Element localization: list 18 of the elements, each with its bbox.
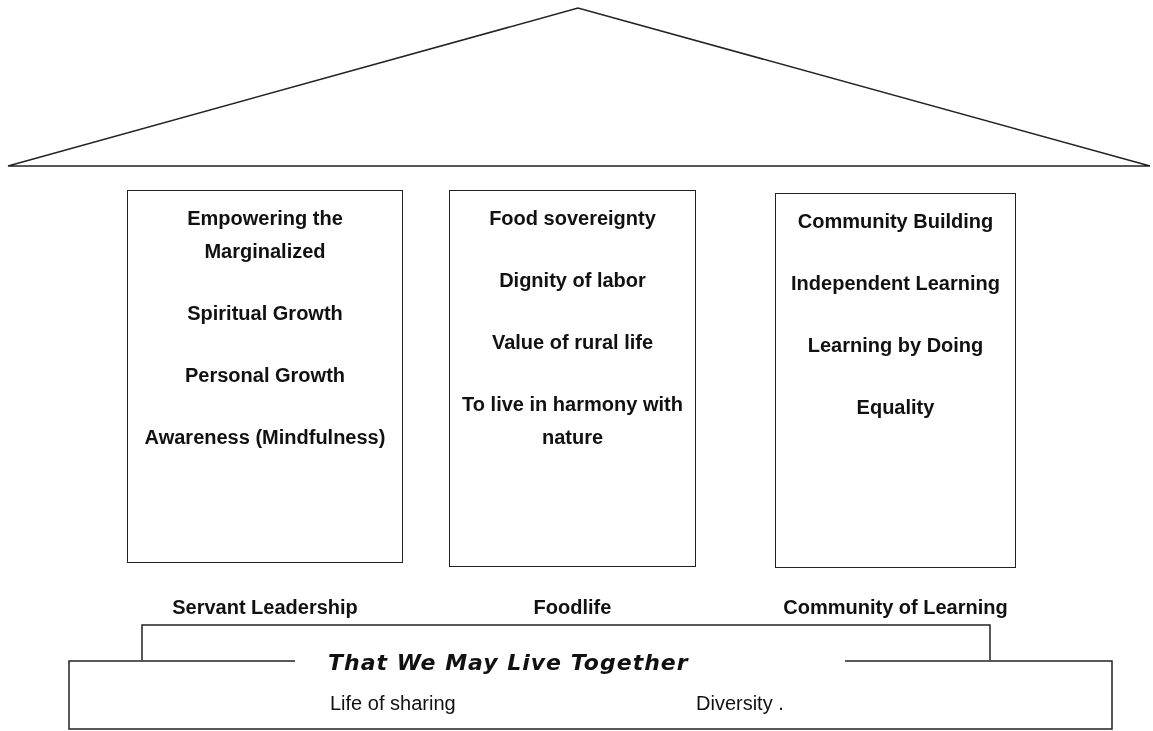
pillar-text: Food sovereignty	[489, 206, 656, 231]
pillar-heading: Community of Learning	[782, 596, 1009, 619]
pillar-text: Learning by Doing	[807, 333, 984, 358]
base-title: That We May Live Together	[328, 650, 689, 675]
base-text: Diversity .	[696, 692, 784, 715]
pillar-text: To live in harmony with nature	[461, 392, 684, 450]
pillar-text: Value of rural life	[491, 330, 654, 355]
pillar-text: Community Building	[797, 209, 994, 234]
pillar-text: Awareness (Mindfulness)	[144, 425, 386, 450]
pillar-text: Personal Growth	[185, 363, 345, 388]
pillar-text: Equality	[856, 395, 935, 420]
pillar-text: Spiritual Growth	[187, 301, 343, 326]
pillar-heading: Foodlife	[532, 596, 613, 619]
pillar-text: Independent Learning	[791, 271, 1000, 296]
pillar-heading: Servant Leadership	[171, 596, 359, 619]
base-text: Life of sharing	[330, 692, 456, 715]
pillar-text: Empowering the Marginalized	[186, 206, 344, 264]
pillar-text: Dignity of labor	[499, 268, 646, 293]
